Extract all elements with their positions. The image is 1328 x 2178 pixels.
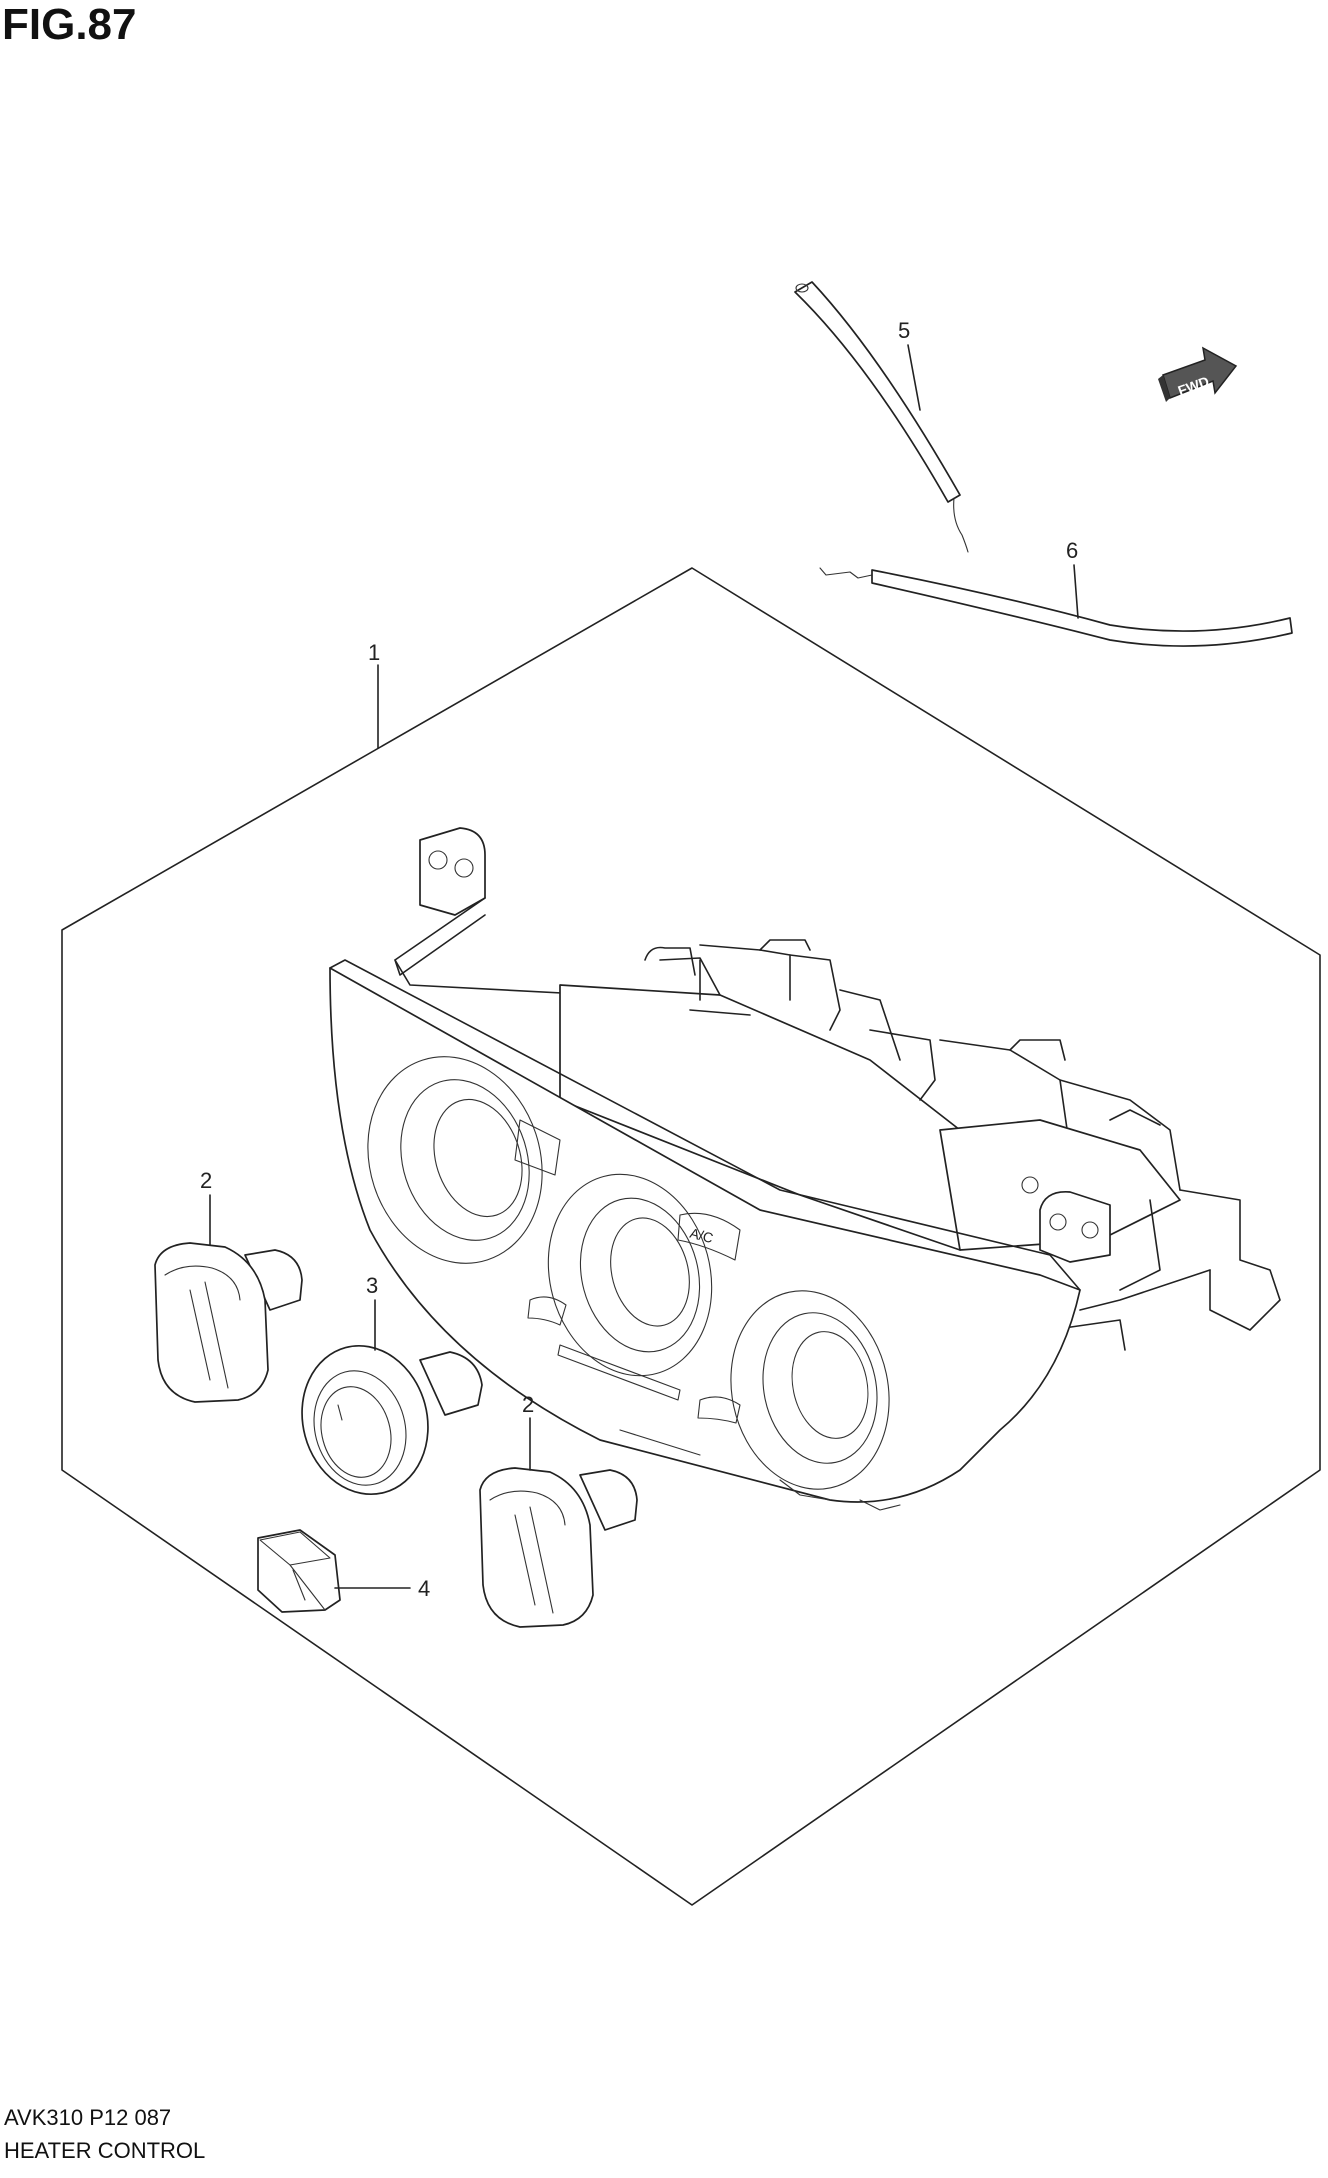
part-4-button	[257, 1529, 341, 1613]
part-2-knob-right	[479, 1467, 638, 1628]
callout-4: 4	[418, 1576, 430, 1601]
fan-icon	[697, 1396, 741, 1424]
fwd-arrow-icon: FWD	[1158, 346, 1238, 402]
part-2-knob-left	[154, 1242, 303, 1403]
ac-label: A/C	[688, 1225, 715, 1246]
part-1-heater-control-unit: A/C	[329, 827, 1281, 1511]
callout-6: 6	[1066, 538, 1078, 563]
defrost-icon	[514, 1119, 561, 1176]
part-6-cable	[819, 567, 1293, 647]
callout-2a: 2	[200, 1168, 212, 1193]
callout-5: 5	[898, 318, 910, 343]
callout-3: 3	[366, 1273, 378, 1298]
figure-code: AVK310 P12 087	[4, 2105, 172, 2130]
leader-5	[907, 344, 921, 411]
ac-icon	[677, 1212, 741, 1261]
leader-6	[1073, 564, 1079, 619]
assembly-boundary	[61, 567, 1321, 1906]
part-3-knob-center	[301, 1344, 483, 1496]
figure-title: FIG.87	[2, 0, 137, 49]
part-5-cable	[794, 281, 969, 553]
callout-1: 1	[368, 640, 380, 665]
recirculation-icon	[527, 1296, 567, 1326]
figure-name: HEATER CONTROL	[4, 2138, 206, 2163]
callout-2b: 2	[522, 1392, 534, 1417]
